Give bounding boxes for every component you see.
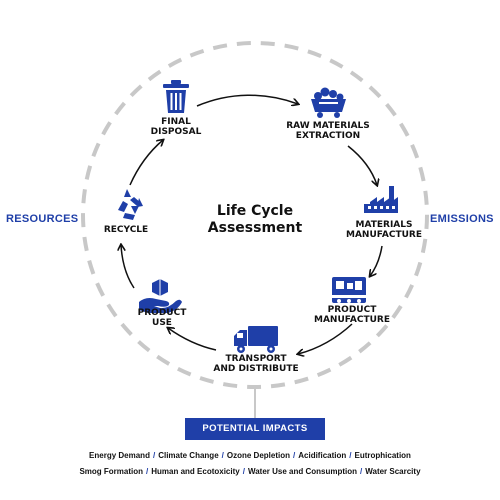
assembly-machine-icon [330, 277, 368, 303]
stage-label-product-manufacture: PRODUCT MANUFACTURE [314, 305, 390, 325]
impact-item: Human and Ecotoxicity [151, 467, 240, 476]
cycle-arrows [121, 94, 383, 354]
impact-separator: / [360, 467, 363, 476]
impact-item: Ozone Depletion [226, 451, 291, 460]
stage-label-recycle: RECYCLE [103, 225, 149, 235]
impact-item: Acidification [298, 451, 347, 460]
impact-separator: / [146, 467, 149, 476]
impact-separator: / [242, 467, 245, 476]
resources-label: RESOURCES [6, 213, 79, 225]
trash-bin-icon [163, 80, 189, 113]
impact-separator: / [349, 451, 352, 460]
truck-icon [234, 326, 278, 353]
impact-item: Water Use and Consumption [247, 467, 357, 476]
impact-separator: / [221, 451, 224, 460]
impact-item: Eutrophication [354, 451, 411, 460]
arrow-extraction-to-materials [347, 145, 377, 185]
impact-item: Smog Formation [79, 467, 144, 476]
emissions-label: EMISSIONS [430, 213, 494, 225]
arrow-product-mfg-to-transport [298, 323, 353, 354]
potential-impacts-title: POTENTIAL IMPACTS [185, 418, 325, 440]
impact-item: Water Scarcity [365, 467, 421, 476]
impact-item: Energy Demand [89, 451, 150, 460]
stage-label-raw-materials-extraction: RAW MATERIALS EXTRACTION [286, 121, 370, 141]
factory-icon [364, 186, 398, 213]
stage-label-product-use: PRODUCT USE [137, 308, 187, 328]
impact-separator: / [152, 451, 156, 460]
arrow-recycle-to-disposal [129, 140, 163, 186]
stage-label-transport-and-distribute: TRANSPORT AND DISTRIBUTE [213, 354, 299, 374]
hand-holding-box-icon [139, 279, 182, 313]
arrow-transport-to-product-use [168, 328, 217, 351]
recycle-icon [118, 189, 143, 220]
stage-label-final-disposal: FINAL DISPOSAL [150, 117, 202, 137]
stage-label-materials-manufacture: MATERIALS MANUFACTURE [346, 220, 422, 240]
impacts-row-1: Energy Demand/Climate Change/Ozone Deple… [0, 451, 500, 460]
impact-item: Climate Change [158, 451, 219, 460]
impact-separator: / [293, 451, 296, 460]
mining-cart-icon [311, 87, 346, 118]
impacts-row-2: Smog Formation/Human and Ecotoxicity/Wat… [0, 467, 500, 476]
center-title: Life Cycle Assessment [207, 203, 303, 236]
arrow-disposal-to-extraction [196, 94, 298, 107]
arrow-product-use-to-recycle [121, 245, 135, 289]
arrow-materials-to-product-mfg [370, 245, 383, 276]
